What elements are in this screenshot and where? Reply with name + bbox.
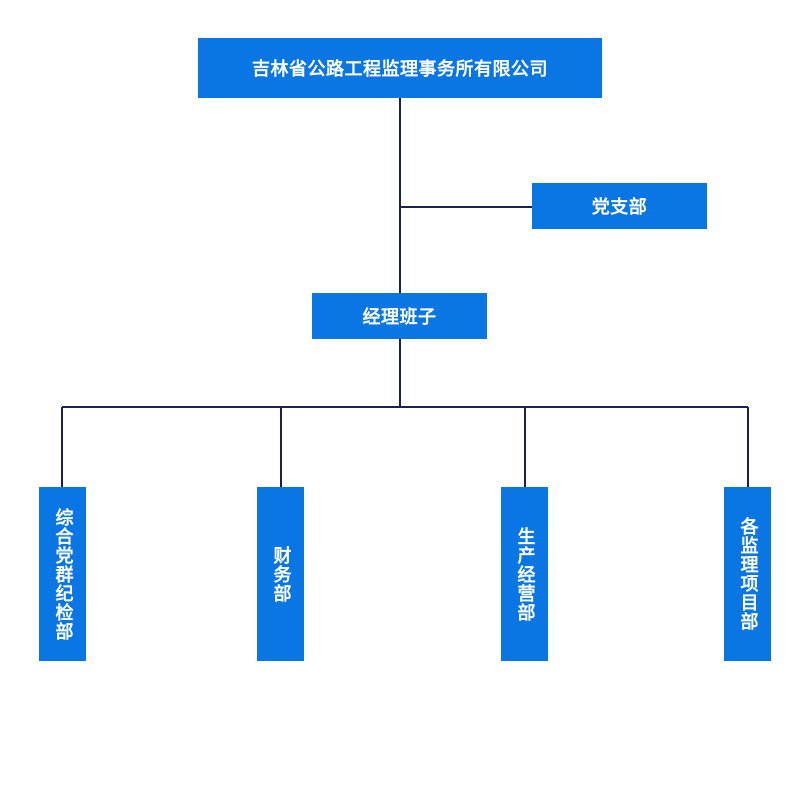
leadership-node: 经理班子 xyxy=(312,293,487,339)
department-label: 综合党群纪检部 xyxy=(52,507,74,641)
org-root-node: 吉林省公路工程监理事务所有限公司 xyxy=(198,38,602,98)
department-node-general-party-discipline: 综合党群纪检部 xyxy=(39,487,86,661)
department-node-supervision-projects: 各监理项目部 xyxy=(724,487,771,661)
department-label: 财务部 xyxy=(270,545,292,603)
department-label: 生产经营部 xyxy=(514,526,536,622)
department-node-finance: 财务部 xyxy=(257,487,304,661)
party-branch-node: 党支部 xyxy=(532,183,707,229)
org-root-label: 吉林省公路工程监理事务所有限公司 xyxy=(252,59,548,80)
leadership-label: 经理班子 xyxy=(362,307,437,328)
department-node-production-operations: 生产经营部 xyxy=(501,487,548,661)
department-label: 各监理项目部 xyxy=(737,517,759,631)
party-branch-label: 党支部 xyxy=(591,197,648,218)
